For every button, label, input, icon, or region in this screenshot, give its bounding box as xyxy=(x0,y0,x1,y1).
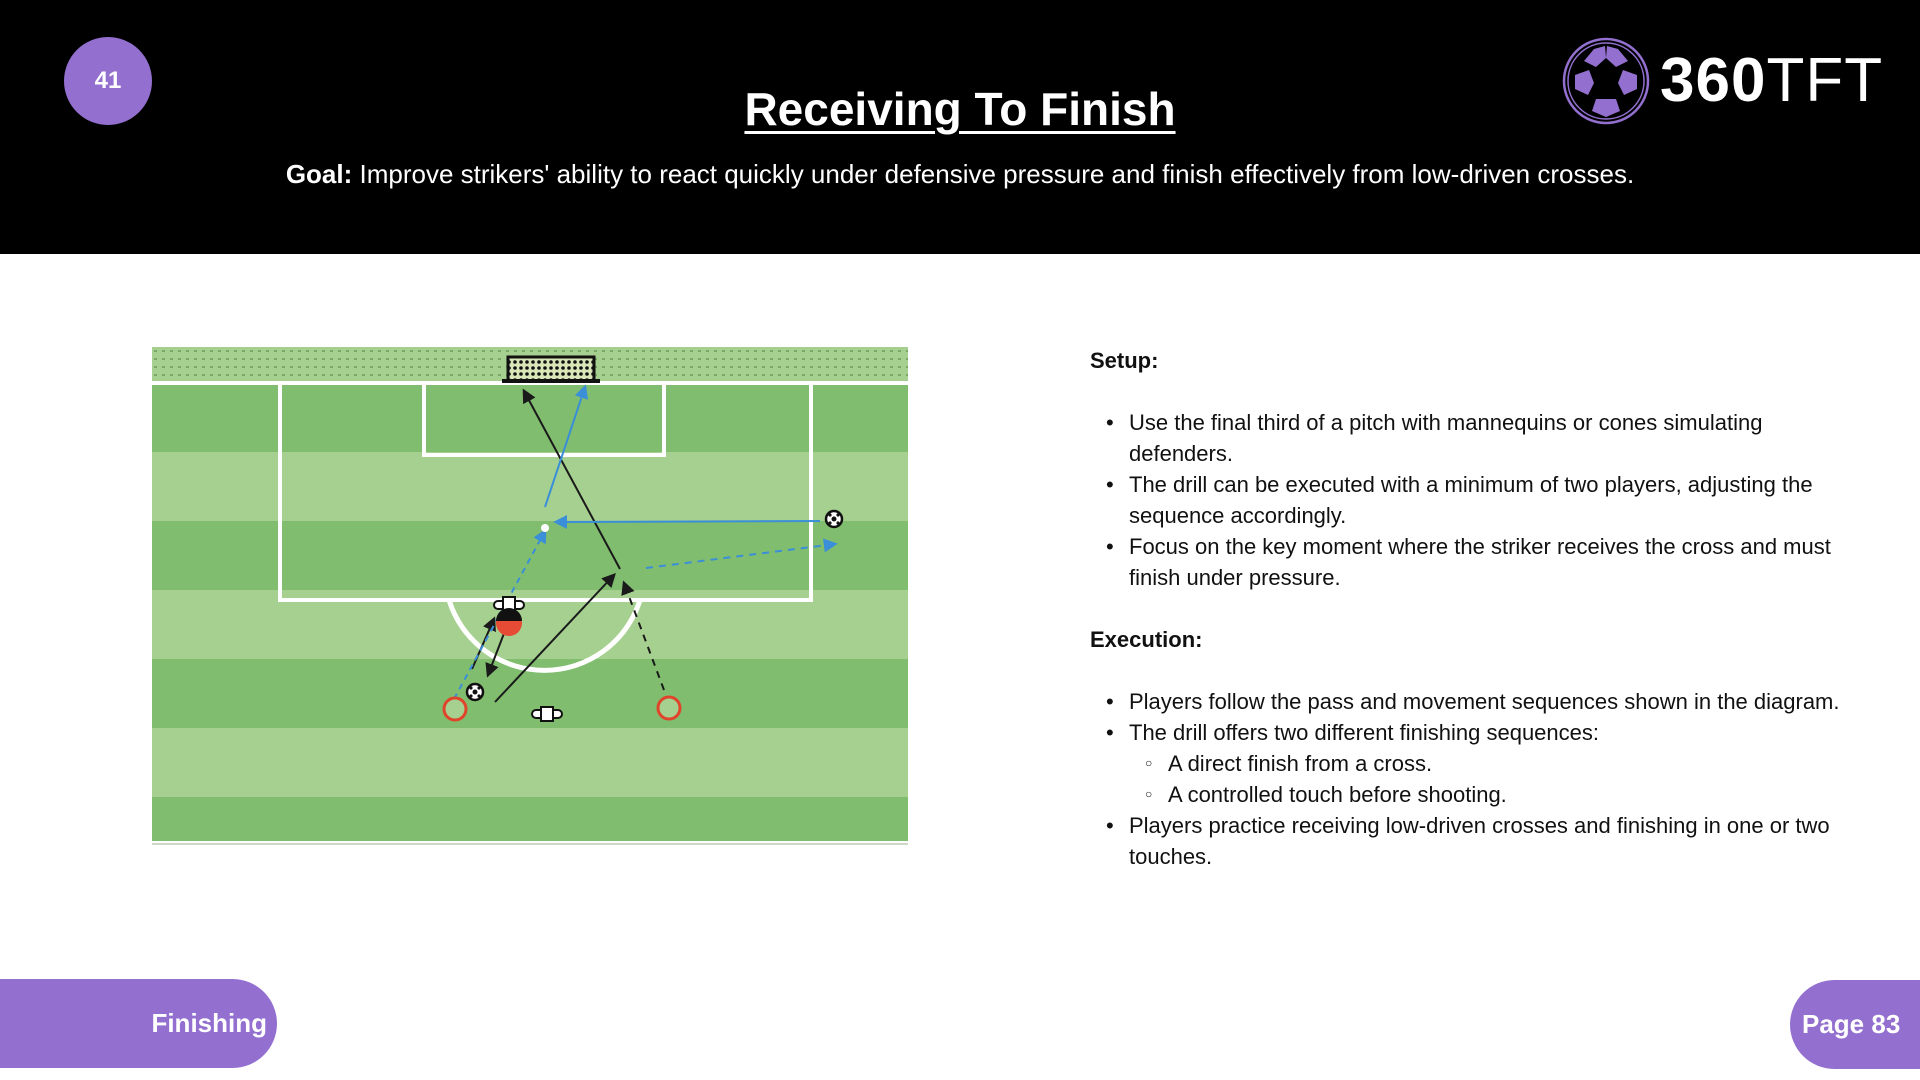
page-number: Page 83 xyxy=(1802,1009,1901,1039)
drill-number-badge: 41 xyxy=(64,37,152,125)
setup-item: Focus on the key moment where the strike… xyxy=(1090,531,1870,593)
cone-marker-icon xyxy=(656,695,682,721)
setup-item: Use the final third of a pitch with mann… xyxy=(1090,407,1870,469)
dribble-dashed-blue xyxy=(453,528,547,700)
pitch-stripe xyxy=(152,728,908,797)
goal-statement: Goal: Improve strikers' ability to react… xyxy=(0,159,1920,190)
execution-sub-item: A controlled touch before shooting. xyxy=(1090,779,1870,810)
setup-item: The drill can be executed with a minimum… xyxy=(1090,469,1870,531)
drill-diagram xyxy=(152,347,908,845)
striker-run-diagonal xyxy=(494,572,616,703)
goal-base xyxy=(502,379,600,383)
goal-label: Goal: xyxy=(285,159,353,189)
drill-instructions: Setup: Use the final third of a pitch wi… xyxy=(1090,345,1870,903)
cross-pass xyxy=(553,514,821,529)
brand-wordmark: 360TFT xyxy=(1660,50,1883,112)
striker-run-to-goal xyxy=(522,388,621,570)
brand-number: 360 xyxy=(1660,46,1767,115)
shot-on-goal xyxy=(544,384,589,508)
soccer-ball-icon xyxy=(465,682,485,702)
category-label: Finishing xyxy=(151,1008,267,1038)
execution-sub-item: A direct finish from a cross. xyxy=(1090,748,1870,779)
execution-heading: Execution: xyxy=(1090,627,1203,652)
execution-list: Players follow the pass and movement seq… xyxy=(1090,686,1870,872)
brand-logo: 360TFT xyxy=(1562,37,1883,125)
header-bar: 41 Receiving To Finish Goal: Improve str… xyxy=(0,0,1920,254)
execution-item: Players follow the pass and movement seq… xyxy=(1090,686,1870,717)
goal-text: Improve strikers' ability to react quick… xyxy=(352,159,1635,189)
defender-player-icon xyxy=(496,608,522,636)
page-title-text: Receiving To Finish xyxy=(744,83,1176,135)
soccer-ball-icon xyxy=(1562,37,1650,125)
execution-item: Players practice receiving low-driven cr… xyxy=(1090,810,1870,872)
drill-number: 41 xyxy=(94,67,122,94)
penalty-arc xyxy=(446,599,643,673)
pitch-stripe xyxy=(152,797,908,841)
goal-net xyxy=(506,355,596,383)
page-number-tab: Page 83 xyxy=(1790,980,1920,1069)
category-tab: Finishing xyxy=(0,979,277,1068)
receive-point-marker xyxy=(541,524,549,532)
wide-run-dashed-blue xyxy=(645,538,838,569)
soccer-ball-icon xyxy=(824,509,844,529)
pitch-stripe xyxy=(152,383,908,452)
page-title: Receiving To Finish xyxy=(0,82,1920,136)
setup-list: Use the final third of a pitch with mann… xyxy=(1090,407,1870,593)
brand-letters: TFT xyxy=(1766,46,1884,115)
cone-marker-icon xyxy=(442,696,468,722)
setup-heading: Setup: xyxy=(1090,348,1159,373)
mannequin-icon xyxy=(531,706,563,722)
supporting-run xyxy=(621,580,665,691)
pitch-stripe xyxy=(152,452,908,521)
pitch-stripe xyxy=(152,521,908,590)
execution-item: The drill offers two different finishing… xyxy=(1090,717,1870,748)
